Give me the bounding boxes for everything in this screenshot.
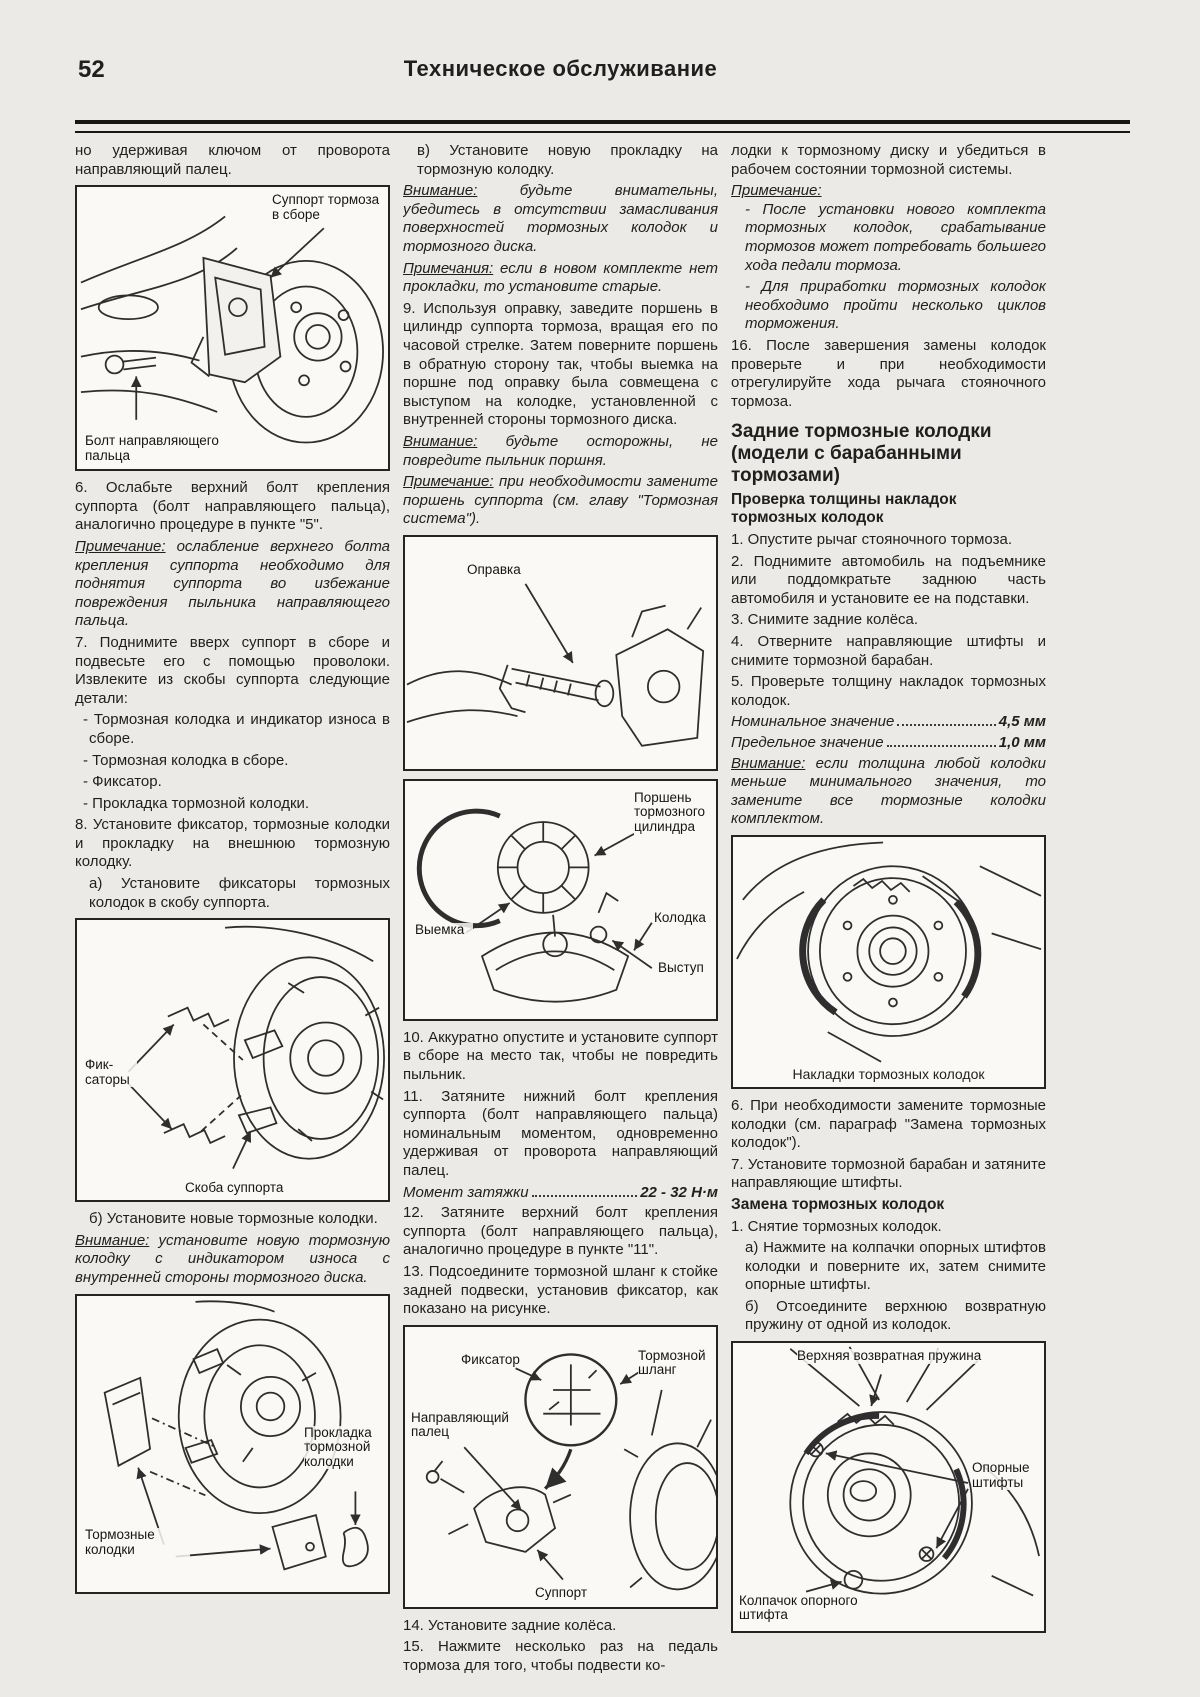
note: Примечание: при необходимости замените п… bbox=[403, 473, 718, 528]
figure-pads-shim: Тормозные колодки Прокладка тормозной ко… bbox=[75, 1293, 390, 1594]
warning: Внимание: будьте осторожны, не повредите… bbox=[403, 432, 718, 469]
figure-label: Болт направляющего пальца bbox=[85, 433, 235, 464]
note-bullet: - Для приработки тормозных колодок необх… bbox=[745, 278, 1046, 333]
column-3: лодки к тормозному диску и убедиться в р… bbox=[731, 142, 1046, 1687]
step-2: 2. Поднимите автомобиль на подъемнике ил… bbox=[731, 552, 1046, 607]
step-3: 3. Снимите задние колёса. bbox=[731, 611, 919, 629]
figure-label: Фиксатор bbox=[461, 1352, 527, 1368]
figure-return-spring: Верхняя возвратная пружина Опорные штифт… bbox=[731, 1341, 1046, 1634]
step-16: 16. После завершения замены колодок пров… bbox=[731, 336, 1046, 410]
subsection-heading: Проверка толщины накладок тормозных коло… bbox=[731, 490, 957, 527]
dot-leader bbox=[886, 744, 996, 747]
figure-mandrel: Оправка bbox=[403, 534, 718, 771]
step-12: 12. Затяните верхний болт крепления супп… bbox=[403, 1204, 718, 1259]
figure-label: Направляющий палец bbox=[411, 1410, 519, 1440]
paragraph: но удерживая ключом от проворота направл… bbox=[75, 142, 390, 178]
note-label: Примечание: bbox=[731, 182, 822, 200]
step-7: 7. Поднимите вверх суппорт в сборе и под… bbox=[75, 633, 390, 707]
figure-piston-pad: Поршень тормозного цилиндра Выемка Колод… bbox=[403, 778, 718, 1021]
list-item: - Тормозная колодка в сборе. bbox=[83, 751, 289, 769]
page-title: Техническое обслуживание bbox=[403, 56, 718, 81]
dot-leader bbox=[897, 724, 996, 727]
figure-label: Скоба суппорта bbox=[185, 1180, 315, 1196]
figure-label: Выемка bbox=[415, 922, 473, 938]
substep-b: б) Установите новые тормозные колодки. bbox=[89, 1210, 378, 1228]
step-9: 9. Используя оправку, заведите поршень в… bbox=[403, 299, 718, 429]
figure-pad-clips: Фик- саторы Скоба суппорта bbox=[75, 918, 390, 1203]
substep-v: в) Установите новую прокладку на тормозн… bbox=[417, 142, 718, 178]
substep-a: а) Нажмите на колпачки опорных штифтов к… bbox=[745, 1239, 1046, 1294]
figure-label: Колодка bbox=[654, 910, 714, 926]
list-item: - Прокладка тормозной колодки. bbox=[83, 794, 310, 812]
figure-label: Тормозной шланг bbox=[638, 1348, 714, 1378]
figure-label: Колпачок опорного штифта bbox=[739, 1592, 859, 1624]
header-rule bbox=[75, 120, 1130, 133]
step-13: 13. Подсоедините тормозной шланг к стойк… bbox=[403, 1263, 718, 1318]
subsection-heading: Замена тормозных колодок bbox=[731, 1195, 945, 1213]
step-5: 5. Проверьте толщину накладок тормозных … bbox=[731, 673, 1046, 709]
figure-label: Тормозные колодки bbox=[85, 1528, 190, 1558]
step-1: 1. Снятие тормозных колодок. bbox=[731, 1217, 942, 1235]
list-item: - Фиксатор. bbox=[83, 773, 162, 791]
step-6: 6. Ослабьте верхний болт крепления суппо… bbox=[75, 479, 390, 534]
note: Примечание: ослабление верхнего болта кр… bbox=[75, 537, 390, 630]
section-heading: Задние тормозные колодки (модели с бараб… bbox=[731, 421, 992, 486]
step-8: 8. Установите фиксатор, тормозные колодк… bbox=[75, 816, 390, 871]
step-15: 15. Нажмите несколько раз на педаль торм… bbox=[403, 1638, 718, 1674]
dot-leader bbox=[531, 1194, 638, 1197]
figure-label: Фик- саторы bbox=[85, 1057, 137, 1088]
figure-label: Поршень тормозного цилиндра bbox=[634, 790, 714, 835]
list-item: - Тормозная колодка и индикатор износа в… bbox=[83, 711, 390, 747]
page-number: 52 bbox=[78, 56, 105, 83]
note-bullet: - После установки нового комплекта тормо… bbox=[745, 200, 1046, 274]
step-7: 7. Установите тормозной барабан и затяни… bbox=[731, 1155, 1046, 1192]
figure-label: Прокладка тормозной колодки bbox=[304, 1425, 386, 1470]
figure-label: Суппорт bbox=[535, 1586, 605, 1601]
step-6: 6. При необходимости замените тормозные … bbox=[731, 1096, 1046, 1152]
step-10: 10. Аккуратно опустите и установите супп… bbox=[403, 1028, 718, 1084]
warning: Внимание: если толщина любой колодки мен… bbox=[731, 754, 1046, 828]
paragraph: лодки к тормозному диску и убедиться в р… bbox=[731, 142, 1046, 178]
figure-hose-clip: Фиксатор Тормозной шланг Направляющий па… bbox=[403, 1324, 718, 1609]
step-4: 4. Отверните направляющие штифты и сними… bbox=[731, 633, 1046, 669]
substep-a: а) Установите фиксаторы тормозных колодо… bbox=[89, 875, 390, 911]
figure-caliper-assembly: Суппорт тормоза в сборе Болт направляюще… bbox=[75, 185, 390, 472]
figure-label: Суппорт тормоза в сборе bbox=[272, 192, 384, 223]
figure-label: Опорные штифты bbox=[972, 1460, 1042, 1491]
note: Примечания: если в новом комплекте нет п… bbox=[403, 259, 718, 296]
figure-label: Верхняя возвратная пружина bbox=[797, 1348, 997, 1364]
step-1: 1. Опустите рычаг стояночного тормоза. bbox=[731, 531, 1012, 549]
figure-label: Оправка bbox=[467, 562, 537, 578]
column-2: в) Установите новую прокладку на тормозн… bbox=[403, 142, 718, 1687]
figure-caption: Накладки тормозных колодок bbox=[792, 1065, 985, 1082]
step-11: 11. Затяните нижний болт крепления суппо… bbox=[403, 1087, 718, 1180]
column-1: но удерживая ключом от проворота направл… bbox=[75, 142, 390, 1687]
step-14: 14. Установите задние колёса. bbox=[403, 1616, 617, 1634]
figure-drum-linings: Накладки тормозных колодок bbox=[731, 834, 1046, 1089]
warning: Внимание: установите новую тормозную кол… bbox=[75, 1231, 390, 1287]
warning: Внимание: будьте внимательны, убедитесь … bbox=[403, 182, 718, 255]
figure-label: Выступ bbox=[658, 960, 714, 976]
substep-b: б) Отсоедините верхнюю возвратную пружин… bbox=[745, 1297, 1046, 1334]
